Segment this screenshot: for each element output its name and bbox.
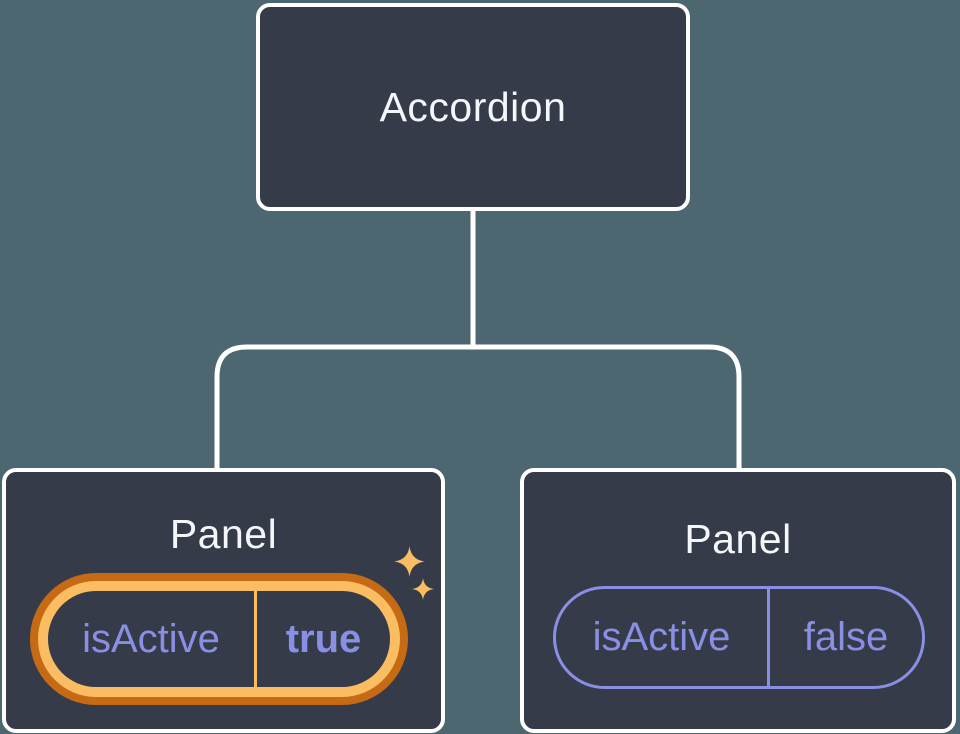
state-pill: isActive false	[553, 586, 925, 689]
connector-branch	[214, 344, 742, 472]
accordion-node: Accordion	[256, 3, 690, 211]
accordion-label: Accordion	[379, 83, 567, 130]
state-name: isActive	[592, 615, 731, 659]
panel-label: Panel	[684, 516, 792, 562]
panel-label: Panel	[169, 511, 278, 557]
state-pill-divider	[767, 589, 770, 686]
state-value: true	[285, 616, 362, 661]
sparkle-icon-small	[412, 578, 434, 600]
state-pill-divider	[254, 591, 257, 687]
state-pill: isActive true	[48, 591, 390, 687]
state-name: isActive	[82, 616, 220, 661]
active-state-highlight-ring-inner: isActive true	[38, 581, 400, 697]
active-state-highlight-ring: isActive true	[30, 573, 408, 705]
state-value: false	[803, 615, 889, 659]
panel-node-active: Panel isActive true	[2, 468, 445, 733]
panel-node-inactive: Panel isActive false	[520, 468, 956, 733]
